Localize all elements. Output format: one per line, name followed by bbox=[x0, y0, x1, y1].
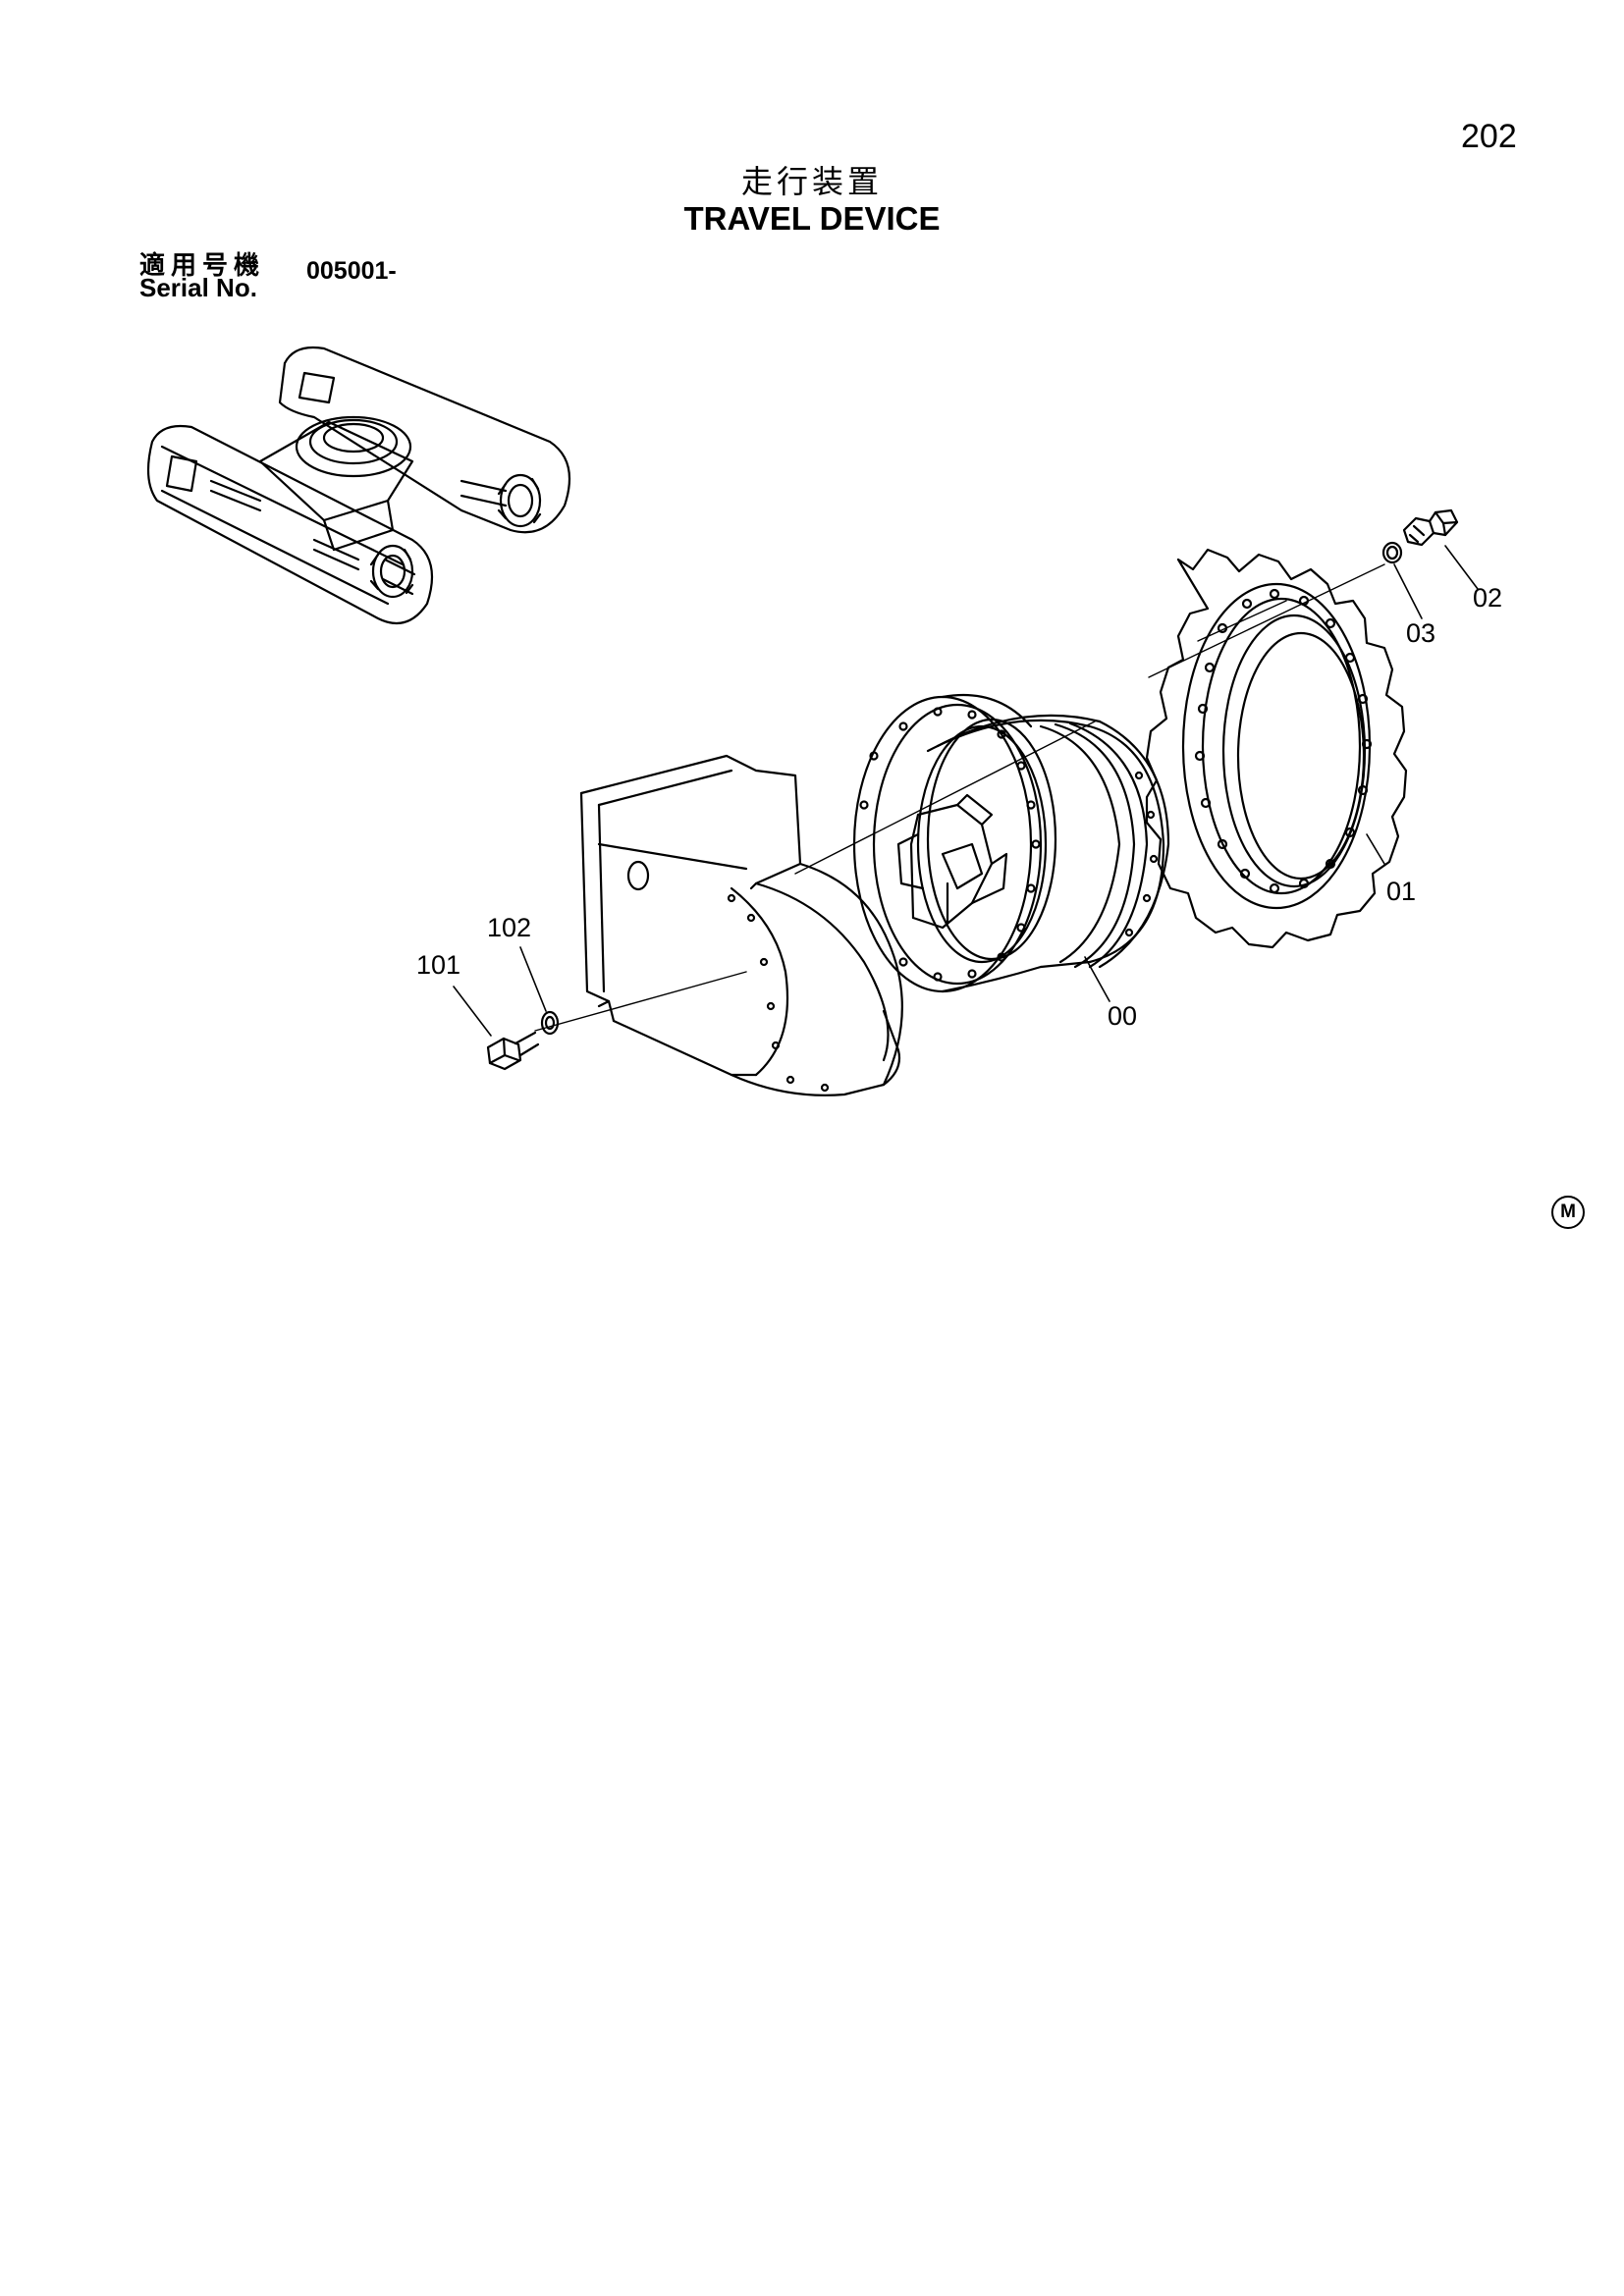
manual-mark-icon: M bbox=[1551, 1196, 1585, 1229]
callout-102: 102 bbox=[487, 913, 532, 942]
page-number: 202 bbox=[1461, 118, 1517, 155]
bolt-02 bbox=[1402, 508, 1459, 547]
callout-01: 01 bbox=[1386, 877, 1417, 906]
callout-101: 101 bbox=[416, 950, 461, 980]
washer-03 bbox=[1381, 541, 1403, 564]
undercarriage-overview bbox=[146, 346, 571, 625]
callout-00: 00 bbox=[1108, 1001, 1138, 1031]
page-title-japanese: 走行装置 bbox=[740, 163, 883, 200]
travel-motor-00 bbox=[852, 693, 1170, 993]
callout-02: 02 bbox=[1473, 583, 1503, 613]
bolt-101 bbox=[486, 1031, 540, 1071]
assembly-center-line bbox=[534, 563, 1385, 1032]
track-frame-housing bbox=[579, 754, 903, 1096]
sprocket-01 bbox=[1145, 548, 1408, 949]
callout-leaders bbox=[453, 545, 1479, 1037]
serial-label: Serial No. bbox=[139, 273, 257, 302]
washer-102 bbox=[540, 1010, 560, 1036]
serial-label-japanese: 適用号機 bbox=[139, 251, 266, 281]
serial-number-value: 005001- bbox=[306, 257, 397, 285]
page-title: TRAVEL DEVICE bbox=[683, 200, 941, 237]
callout-03: 03 bbox=[1406, 618, 1436, 648]
